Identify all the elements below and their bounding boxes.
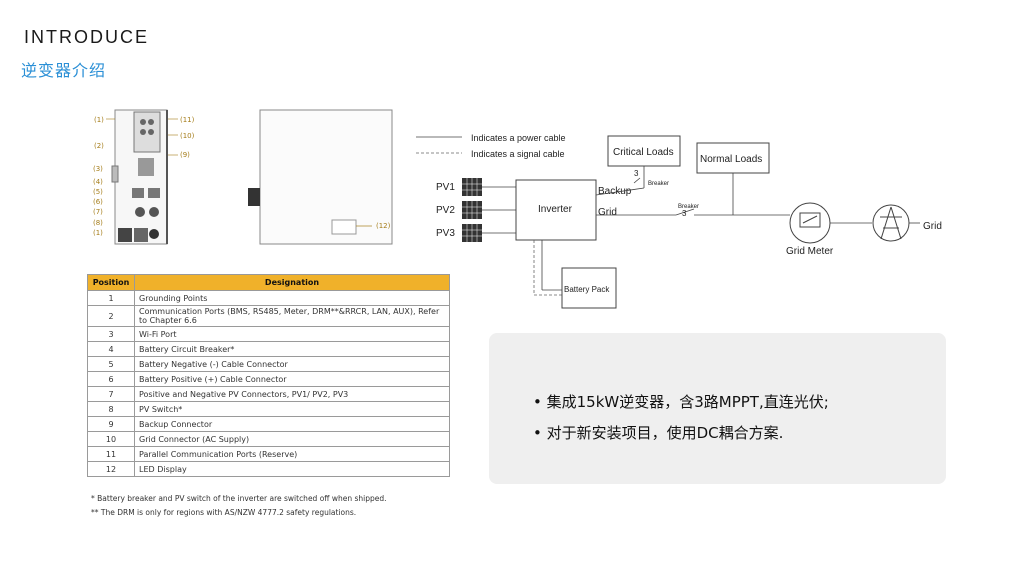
- battery-pack-label: Battery Pack: [564, 285, 610, 294]
- designation-cell: Wi-Fi Port: [134, 326, 450, 342]
- pv2-label: PV2: [436, 205, 455, 216]
- callout-label: (5): [93, 188, 103, 196]
- callout-label: (4): [93, 178, 103, 186]
- callout-label: (3): [93, 165, 103, 173]
- breaker-label: Breaker: [648, 181, 669, 187]
- designation-cell: Parallel Communication Ports (Reserve): [134, 446, 450, 462]
- system-diagram: Indicates a power cable Indicates a sign…: [416, 133, 942, 309]
- callout-label: (10): [180, 132, 195, 140]
- info-bullet: 集成15kW逆变器，含3路MPPT,直连光伏;: [533, 391, 829, 412]
- column-header: Position: [87, 274, 135, 291]
- position-cell: 8: [87, 401, 135, 417]
- callout-label: (7): [93, 208, 103, 216]
- position-cell: 3: [87, 326, 135, 342]
- table-header-row: Position Designation: [87, 274, 450, 291]
- column-header: Designation: [134, 274, 450, 291]
- designation-cell: Backup Connector: [134, 416, 450, 432]
- grid-port-label: Grid: [598, 207, 617, 218]
- breaker-number: 3: [682, 209, 687, 218]
- position-cell: 4: [87, 341, 135, 357]
- pv1-label: PV1: [436, 182, 455, 193]
- position-cell: 7: [87, 386, 135, 402]
- grid-meter-label: Grid Meter: [786, 246, 834, 257]
- callout-label: (6): [93, 198, 103, 206]
- critical-loads-box: [607, 135, 681, 167]
- designation-cell: PV Switch*: [134, 401, 450, 417]
- power-tower-icon: [872, 204, 910, 242]
- position-cell: 12: [87, 461, 135, 477]
- designation-cell: Grid Connector (AC Supply): [134, 431, 450, 447]
- callout-label: (1): [93, 229, 103, 237]
- designation-cell: Battery Circuit Breaker*: [134, 341, 450, 357]
- breaker-number: 3: [634, 169, 639, 178]
- position-cell: 6: [87, 371, 135, 387]
- callout-label: (12): [376, 222, 391, 230]
- breaker-label: Breaker: [678, 204, 699, 210]
- callout-label: (11): [180, 116, 195, 124]
- pv3-label: PV3: [436, 228, 455, 239]
- designation-cell: Positive and Negative PV Connectors, PV1…: [134, 386, 450, 402]
- normal-loads-box: [696, 142, 770, 174]
- callout-label: (2): [94, 142, 104, 150]
- page-subtitle: 逆变器介绍: [21, 63, 107, 80]
- inverter-illustration: [106, 109, 393, 245]
- designation-cell: Grounding Points: [134, 290, 450, 306]
- position-cell: 1: [87, 290, 135, 306]
- page-title: INTRODUCE: [24, 27, 149, 47]
- position-cell: 2: [87, 305, 135, 327]
- pv-panel-icon: [462, 178, 482, 242]
- position-cell: 11: [87, 446, 135, 462]
- footnote: * Battery breaker and PV switch of the i…: [91, 494, 387, 503]
- battery-pack-box: [561, 267, 617, 309]
- callout-label: (1): [94, 116, 104, 124]
- footnote: ** The DRM is only for regions with AS/N…: [91, 508, 357, 517]
- inverter-box: [515, 179, 597, 241]
- grid-meter-icon: [789, 202, 831, 244]
- normal-loads-label: Normal Loads: [700, 154, 762, 165]
- designation-cell: Communication Ports (BMS, RS485, Meter, …: [134, 305, 450, 327]
- critical-loads-label: Critical Loads: [613, 147, 674, 158]
- legend-power-label: Indicates a power cable: [471, 133, 566, 143]
- callout-label: (9): [180, 151, 190, 159]
- backup-label: Backup: [598, 186, 632, 197]
- inverter-label: Inverter: [538, 204, 573, 215]
- info-bullets: 集成15kW逆变器，含3路MPPT,直连光伏; 对于新安装项目，使用DC耦合方案…: [533, 391, 829, 453]
- inverter-drawing: (1) (2) (3) (4) (5) (6) (7) (8) (1) (11)…: [88, 108, 408, 248]
- position-cell: 9: [87, 416, 135, 432]
- designation-cell: Battery Negative (-) Cable Connector: [134, 356, 450, 372]
- designation-cell: LED Display: [134, 461, 450, 477]
- info-bullet: 对于新安装项目，使用DC耦合方案.: [533, 422, 829, 443]
- position-cell: 10: [87, 431, 135, 447]
- grid-label: Grid: [923, 221, 942, 232]
- callout-label: (8): [93, 219, 103, 227]
- legend-signal-label: Indicates a signal cable: [471, 149, 565, 159]
- designation-cell: Battery Positive (+) Cable Connector: [134, 371, 450, 387]
- position-cell: 5: [87, 356, 135, 372]
